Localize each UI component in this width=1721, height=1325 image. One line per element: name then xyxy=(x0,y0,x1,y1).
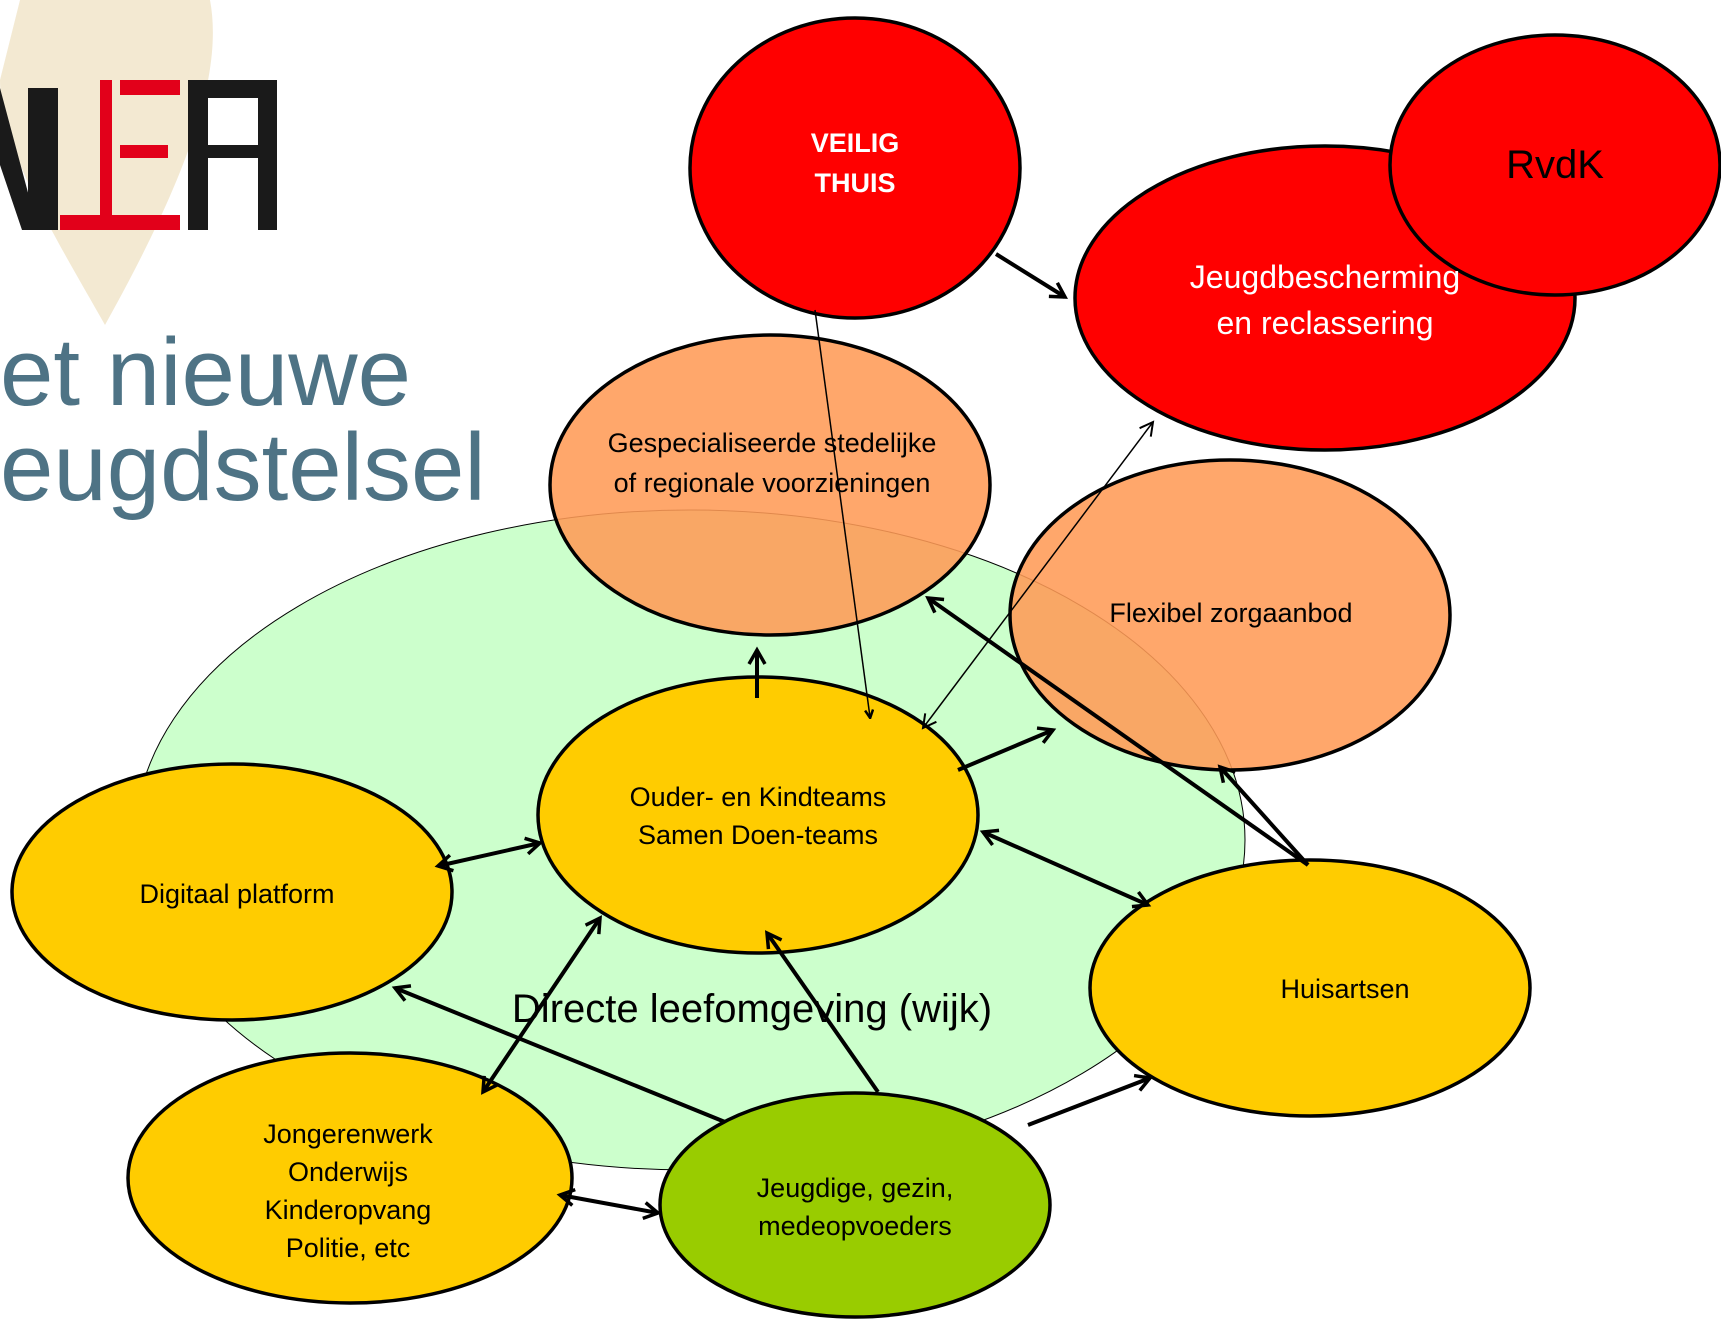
digitaal-label: Digitaal platform xyxy=(139,879,334,909)
arrow-ouder-to-flexibel xyxy=(957,726,1057,772)
jeugdbescherming-line-2: en reclassering xyxy=(1217,305,1434,341)
title-line-1: et nieuwe xyxy=(0,319,411,426)
arrow-jeugdige-to-ouder xyxy=(764,930,880,1094)
node-jeugdige[interactable] xyxy=(658,1091,1052,1319)
title-line-2: eugdstelsel xyxy=(0,414,486,521)
node-veilig-thuis[interactable] xyxy=(688,16,1022,320)
jongerenwerk-line-3: Kinderopvang xyxy=(265,1195,432,1225)
jeugdbescherming-line-1: Jeugdbescherming xyxy=(1190,259,1460,295)
arrow-jongerenwerk-jeugdige xyxy=(556,1188,662,1220)
ouder-kindteams-line-2: Samen Doen-teams xyxy=(638,820,878,850)
gespecialiseerde-line-2: of regionale voorzieningen xyxy=(614,468,931,498)
wijk-label: Directe leefomgeving (wijk) xyxy=(512,987,992,1031)
arrow-huisartsen-to-gespecialiseerde xyxy=(925,595,1310,867)
jeugdige-line-1: Jeugdige, gezin, xyxy=(757,1173,954,1203)
arrow-veilig-to-ouder xyxy=(814,309,870,717)
arrow-digitaal-ouder xyxy=(434,836,544,873)
flexibel-label: Flexibel zorgaanbod xyxy=(1109,598,1352,628)
node-ouder-kindteams[interactable] xyxy=(536,675,980,955)
node-jongerenwerk[interactable] xyxy=(126,1051,574,1305)
arrow-ouder-jeugdbescherming xyxy=(921,420,1155,730)
jeugdige-line-2: medeopvoeders xyxy=(758,1211,952,1241)
jongerenwerk-line-2: Onderwijs xyxy=(288,1157,408,1187)
logo xyxy=(0,0,277,325)
arrow-ouder-huisartsen xyxy=(979,828,1152,909)
node-digitaal-platform[interactable] xyxy=(10,762,454,1022)
gespecialiseerde-line-1: Gespecialiseerde stedelijke xyxy=(608,428,937,458)
jongerenwerk-line-1: Jongerenwerk xyxy=(263,1119,433,1149)
arrow-jeugdige-to-digitaal xyxy=(391,984,726,1124)
arrow-jeugdige-to-huisartsen xyxy=(1027,1073,1154,1127)
arrow-huisartsen-to-flexibel xyxy=(1217,764,1310,867)
arrow-veilig-to-jeugdbescherming xyxy=(994,252,1068,299)
node-huisartsen[interactable] xyxy=(1088,858,1532,1118)
ouder-kindteams-line-1: Ouder- en Kindteams xyxy=(630,782,887,812)
arrow-jongerenwerk-ouder xyxy=(481,915,602,1095)
huisartsen-label: Huisartsen xyxy=(1280,974,1409,1004)
node-rvdk[interactable] xyxy=(1388,33,1721,297)
veilig-thuis-line-1: VEILIG xyxy=(811,128,900,158)
jongerenwerk-line-4: Politie, etc xyxy=(286,1233,411,1263)
logo-mark-icon xyxy=(0,80,277,230)
veilig-thuis-line-2: THUIS xyxy=(815,168,896,198)
rvdk-label: RvdK xyxy=(1506,143,1604,187)
